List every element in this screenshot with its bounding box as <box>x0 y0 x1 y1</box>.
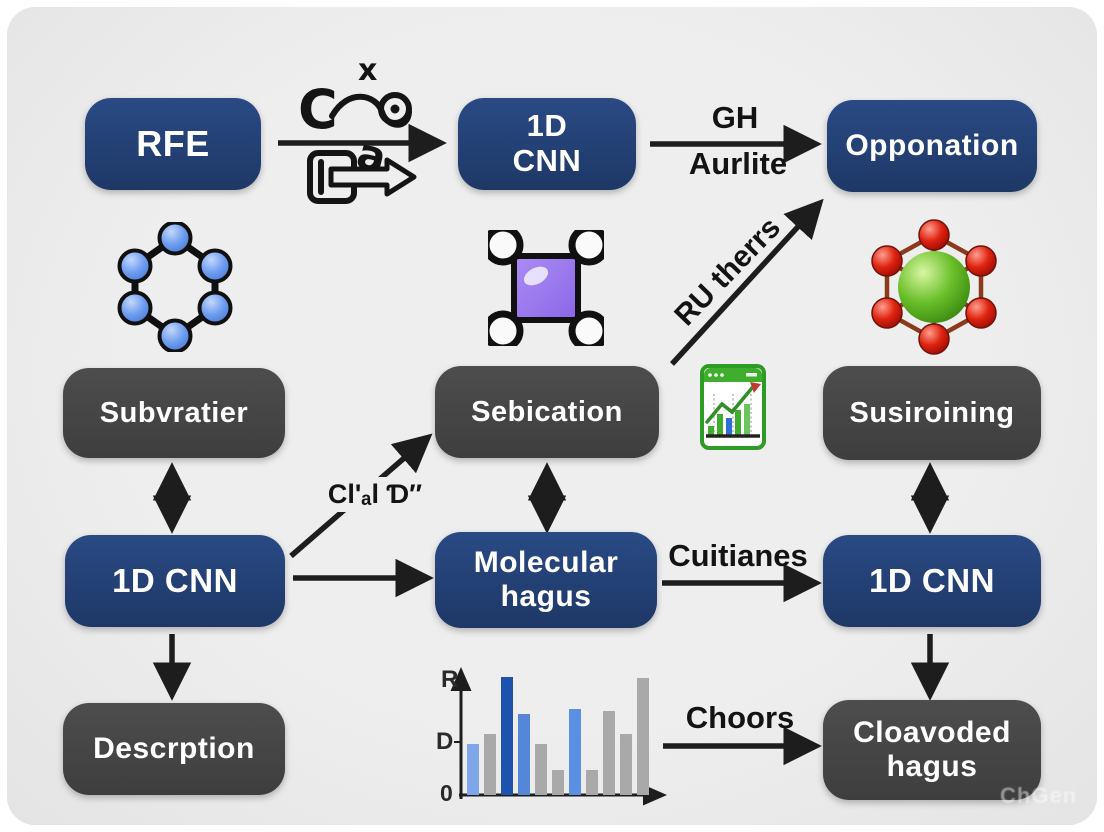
node-sebication: Sebication <box>435 366 659 458</box>
growth-chart-window-icon <box>700 364 766 450</box>
edge-label-cial-d: Cl'ₐl Ɗ″ <box>297 477 453 512</box>
bar <box>603 711 615 795</box>
bar <box>586 770 598 795</box>
red-green-molecule-icon <box>871 219 997 355</box>
node-1d-cnn-top: 1D CNN <box>458 98 636 190</box>
node-subvratier: Subvratier <box>63 368 285 458</box>
edge-label-gh: GH <box>711 100 759 135</box>
node-1d-cnn-right: 1D CNN <box>823 535 1041 627</box>
bar <box>535 744 547 795</box>
bar-chart-ytick-zero: 0 <box>440 780 453 806</box>
bar-chart-ytick-mid: D <box>436 728 454 755</box>
edge-label-aurlite: Aurlite <box>688 146 788 181</box>
bar <box>501 677 513 795</box>
watermark: ChGen <box>1000 783 1078 808</box>
bar-chart-bars <box>467 676 653 795</box>
bar <box>484 734 496 795</box>
bar <box>569 709 581 795</box>
purple-square-molecule-icon <box>488 230 604 346</box>
bar-chart-ytick-top: R <box>441 666 459 693</box>
node-molecular-hagus: Molecular hagus <box>435 532 657 628</box>
node-descrption: Descrption <box>63 703 285 795</box>
bar <box>518 714 530 795</box>
bar <box>467 744 479 795</box>
node-1d-cnn-left: 1D CNN <box>65 535 285 627</box>
svg-text:C: C <box>298 78 338 141</box>
outline-arrow-box-icon <box>307 150 417 204</box>
bar <box>620 734 632 795</box>
node-opponation: Opponation <box>827 100 1037 192</box>
node-rfe: RFE <box>85 98 261 190</box>
bar <box>637 678 649 795</box>
svg-text:x: x <box>358 53 377 88</box>
bar <box>552 770 564 795</box>
node-cloavoded-hagus: Cloavoded hagus <box>823 700 1041 800</box>
node-susiroining: Susiroining <box>823 366 1041 460</box>
blue-molecule-hexagon-icon <box>117 222 233 352</box>
edge-label-choors: Choors <box>685 700 795 735</box>
edge-label-cuitianes: Cuitianes <box>668 538 808 573</box>
